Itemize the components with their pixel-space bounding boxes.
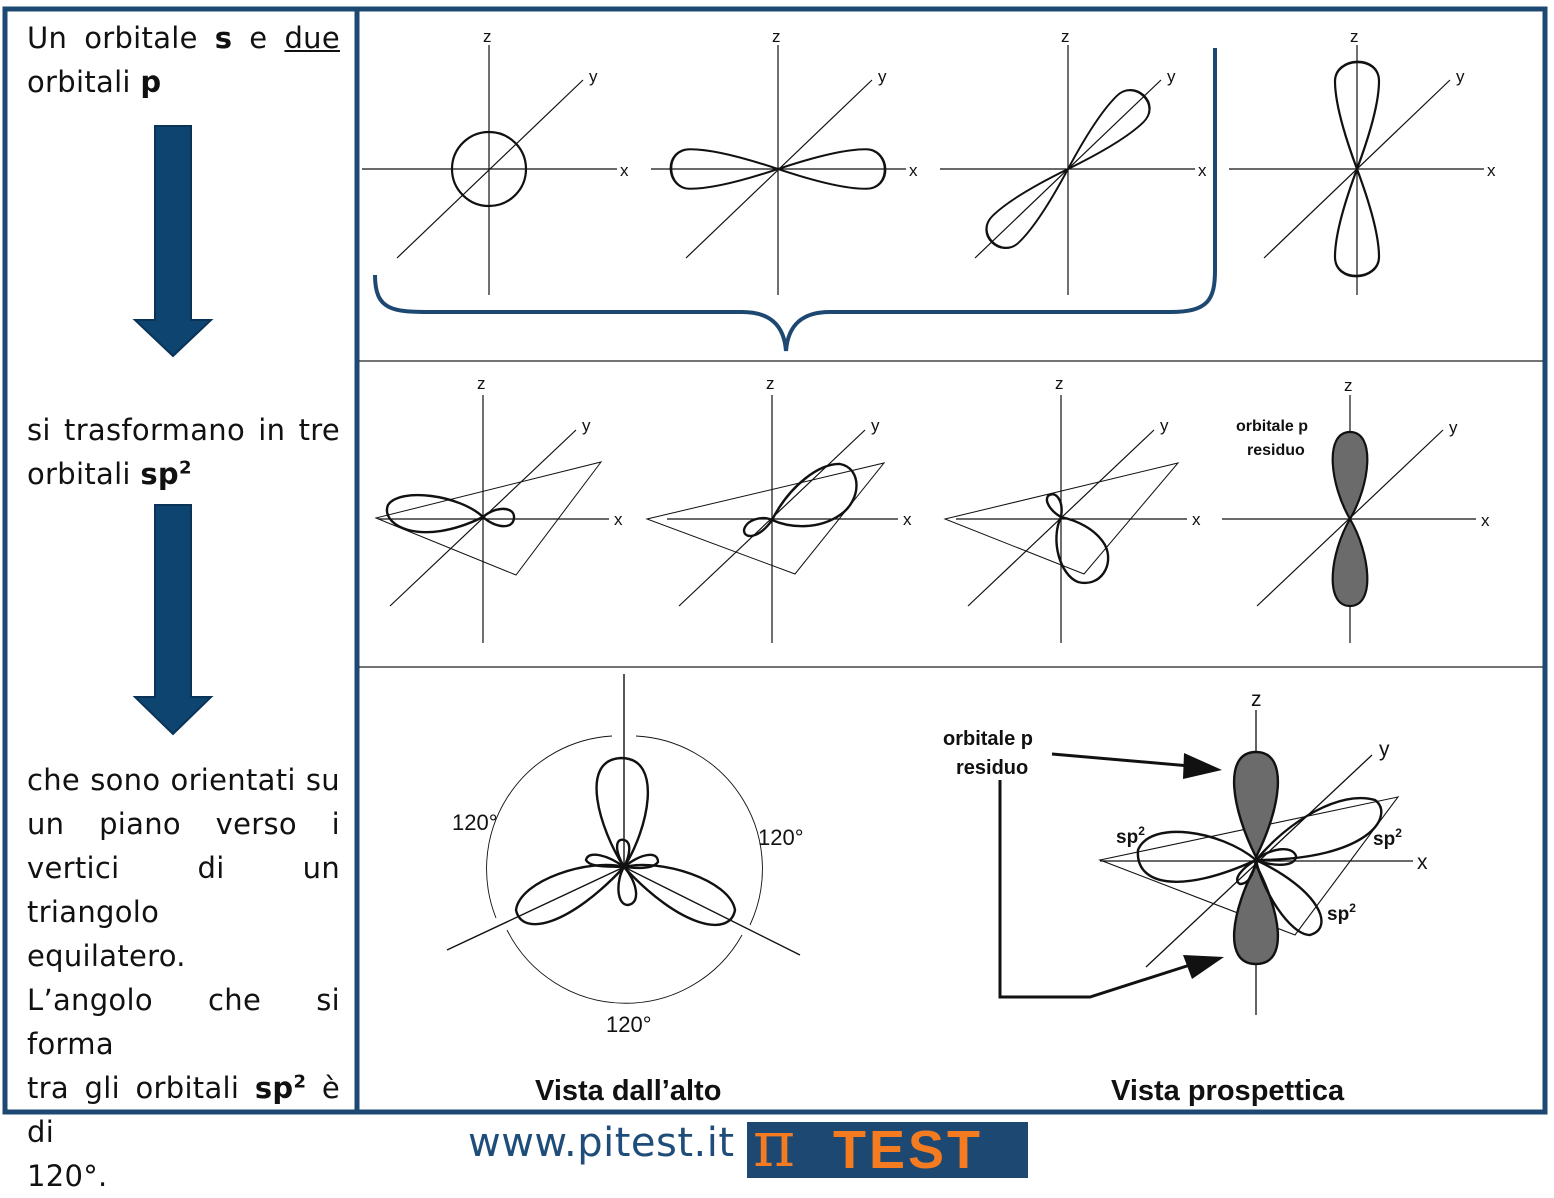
logo-pi-symbol: π: [753, 1108, 796, 1182]
axis-label-x: x: [620, 161, 629, 180]
left-text-block-3: che sono orientati su un piano verso i v…: [27, 763, 340, 1193]
axis-label-x: x: [614, 510, 623, 529]
axis-label-y: y: [1167, 67, 1176, 86]
outer-frame: [2, 6, 1548, 1115]
persp-residual-label: orbitale p residuo: [943, 728, 1033, 779]
angle-label-right: 120°: [758, 825, 804, 850]
axis-label-x: x: [1192, 510, 1201, 529]
left-text-block-2: si trasformano in tre orbitali sp2: [27, 413, 340, 491]
axis-label-z: z: [1251, 688, 1262, 711]
down-arrow-1: [132, 125, 214, 358]
top-view-sp2-lobes: [514, 756, 737, 926]
axis-label-z: z: [772, 27, 781, 46]
residual-p-lobes: [1331, 430, 1369, 608]
axis-label-z: z: [477, 374, 486, 393]
pitest-logo: π TEST: [747, 1108, 1028, 1182]
axis-label-y: y: [878, 67, 887, 86]
sp2-label-right: sp2: [1373, 826, 1402, 850]
axis-label-x: x: [909, 161, 918, 180]
axis-label-y: y: [589, 67, 598, 86]
axis-label-y: y: [1449, 418, 1458, 437]
residual-label-line1: orbitale p: [1236, 418, 1308, 435]
axis-label-z: z: [483, 27, 492, 46]
axis-label-x: x: [1417, 851, 1428, 874]
angle-label-left: 120°: [452, 810, 498, 835]
pointer-arrowhead-top: [1183, 753, 1222, 779]
axis-label-x: x: [1481, 511, 1490, 530]
pointer-arrowhead-bottom: [1183, 955, 1224, 979]
residual-label-row2: orbitale p residuo: [1236, 418, 1308, 459]
sp2-label-bottom: sp2: [1327, 901, 1356, 925]
top-view-angle-arcs: [486, 735, 763, 1004]
persp-residual-label-line2: residuo: [956, 757, 1028, 779]
axes-s-orbital: [362, 45, 617, 295]
axis-label-x: x: [903, 510, 912, 529]
axis-label-y: y: [1456, 67, 1465, 86]
angle-labels: 120° 120° 120°: [452, 810, 804, 1037]
axes-sp2-orbital-1: [374, 395, 609, 643]
website-url[interactable]: www.pitest.it: [468, 1120, 735, 1166]
axis-label-x: x: [1487, 161, 1496, 180]
sp2-label-left: sp2: [1116, 824, 1145, 848]
logo-text: TEST: [833, 1120, 984, 1180]
left-text-block-1: Un orbitale s e due orbitali p: [27, 21, 340, 99]
angle-label-bottom: 120°: [606, 1012, 652, 1037]
persp-pointer-arrows: [998, 752, 1191, 999]
axis-label-y: y: [582, 416, 591, 435]
persp-sp2-lobes: [1136, 796, 1383, 937]
sp2-labels: sp2 sp2 sp2: [1116, 824, 1402, 925]
top-view-axes: [446, 674, 801, 956]
captions: Vista dall’alto Vista prospettica: [535, 1075, 1345, 1107]
axis-label-y: y: [871, 416, 880, 435]
axis-label-z: z: [1350, 27, 1359, 46]
persp-residual-label-line1: orbitale p: [943, 728, 1033, 750]
caption-top-view: Vista dall’alto: [535, 1075, 721, 1107]
sp2-orbital-2-lobes: [742, 462, 858, 538]
sp2-orbital-1-lobes: [385, 493, 516, 534]
axis-label-z: z: [1344, 376, 1353, 395]
down-arrow-2: [132, 504, 214, 736]
sp2-orbital-3-lobes: [1045, 493, 1110, 585]
axis-label-z: z: [766, 374, 775, 393]
axis-label-z: z: [1061, 27, 1070, 46]
residual-label-line2: residuo: [1247, 442, 1305, 459]
axis-label-z: z: [1055, 374, 1064, 393]
s-orbital-sphere: [450, 130, 528, 208]
axis-labels: z y x z y x z y x z y x z y x z y x z y …: [477, 27, 1496, 874]
axis-label-x: x: [1198, 161, 1207, 180]
axis-label-y: y: [1160, 416, 1169, 435]
caption-perspective: Vista prospettica: [1111, 1075, 1345, 1107]
persp-residual-p: [1232, 750, 1280, 966]
curly-brace: [373, 269, 1217, 352]
axis-label-y: y: [1379, 738, 1390, 761]
